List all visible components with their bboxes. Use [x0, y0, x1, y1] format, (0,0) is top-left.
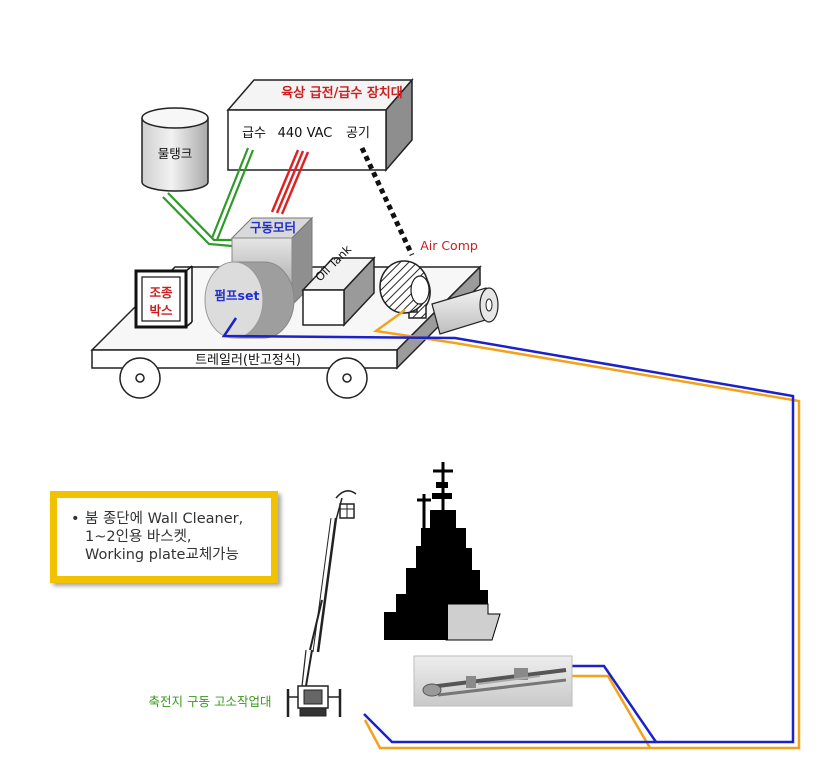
control-box-label-line1: 조종: [149, 285, 173, 300]
blue-hose-line-lower: [363, 713, 656, 744]
aerial-work-platform: [286, 490, 357, 717]
water-hose-lines: [162, 147, 255, 248]
oil-tank: [301, 256, 376, 327]
note-box: • 붐 종단에 Wall Cleaner, 1~2인용 바스켓, Working…: [50, 491, 278, 583]
air-hose-line: [359, 146, 415, 257]
blue-hose-line: [221, 317, 795, 744]
ship-silhouette: [384, 462, 501, 641]
cleaner-attachment-photo: [413, 655, 573, 707]
power-cable-lines: [270, 149, 310, 215]
supply-station-title: 육상 급전/급수 장치대: [281, 85, 402, 101]
orange-hose-line-lower: [363, 719, 650, 750]
pump-label: 펌프set: [215, 288, 260, 303]
trailer-label: 트레일러(반고정식): [195, 353, 301, 368]
control-box-label-line2: 박스: [149, 303, 173, 318]
power-label: 440 VAC: [278, 126, 333, 141]
orange-hose-line: [372, 308, 801, 750]
air-compressor: [379, 260, 431, 319]
water-tank: [141, 107, 209, 192]
note-line-3: Working plate교체가능: [85, 547, 239, 563]
note-line-1: 붐 종단에 Wall Cleaner,: [85, 511, 244, 527]
aerial-platform-label: 축전지 구동 고소작업대: [149, 694, 272, 709]
trailer-wheel-right: [326, 357, 368, 399]
note-line-2: 1~2인용 바스켓,: [85, 529, 192, 545]
trailer-wheel-left: [119, 357, 161, 399]
water-supply-label: 급수: [242, 126, 266, 141]
pump-set: [204, 261, 295, 339]
hose-reel: [431, 287, 499, 335]
air-comp-label: Air Comp: [420, 238, 478, 253]
note-bullet: •: [71, 511, 80, 527]
water-tank-label: 물탱크: [158, 146, 193, 161]
air-label: 공기: [346, 126, 370, 141]
drive-motor-label: 구동모터: [250, 220, 296, 235]
control-box: [134, 265, 193, 329]
supply-station-box: [226, 77, 414, 173]
